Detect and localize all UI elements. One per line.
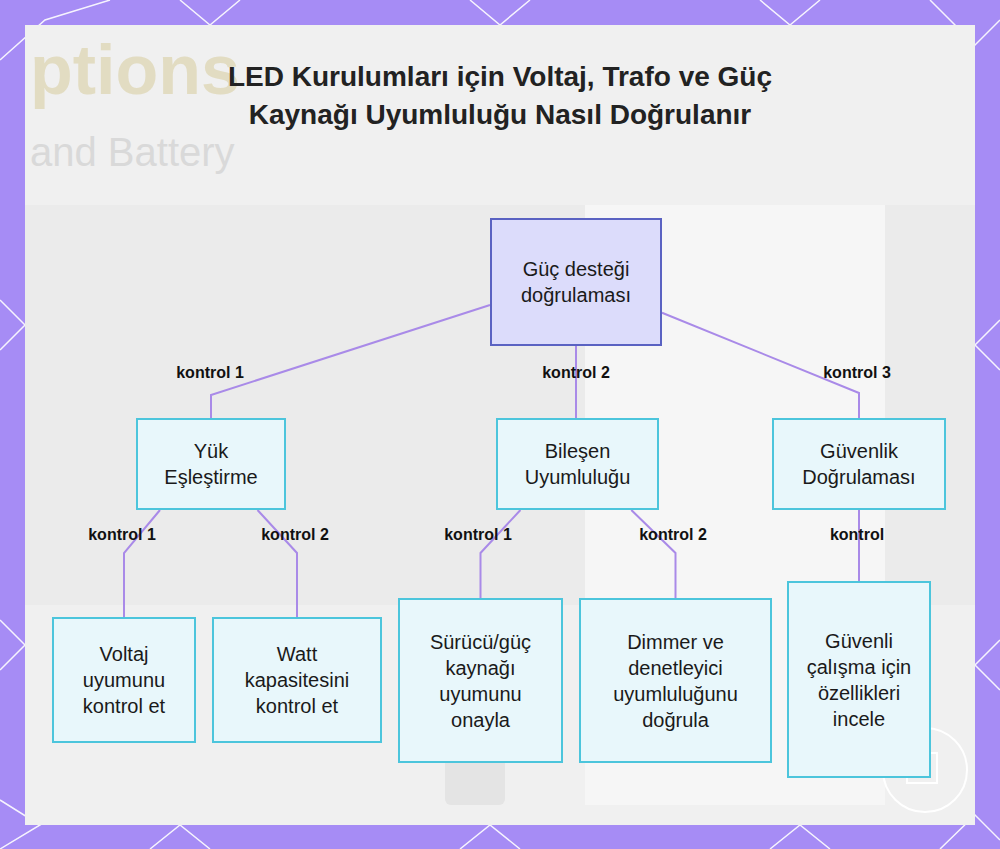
- box-text: Watt kapasitesini kontrol et: [224, 641, 370, 719]
- title: LED Kurulumları için Voltaj, Trafo ve Gü…: [200, 58, 800, 134]
- root-box: Güç desteği doğrulaması: [490, 218, 662, 346]
- edge-label: kontrol 2: [261, 526, 329, 544]
- edge-label: kontrol 2: [639, 526, 707, 544]
- process-box: Watt kapasitesini kontrol et: [212, 617, 382, 743]
- box-text: Dimmer ve denetleyici uyumluluğunu doğru…: [591, 629, 760, 733]
- process-box: Dimmer ve denetleyici uyumluluğunu doğru…: [579, 598, 772, 763]
- connector: [858, 510, 860, 581]
- box-text: Bileşen Uyumluluğu: [508, 438, 647, 490]
- box-text: Voltaj uyumunu kontrol et: [64, 641, 184, 719]
- box-text: Güvenlik Doğrulaması: [784, 438, 934, 490]
- edge-label: kontrol 1: [88, 526, 156, 544]
- edge-label: kontrol: [830, 526, 884, 544]
- connector: [211, 305, 490, 418]
- connector: [481, 510, 521, 598]
- process-box: Bileşen Uyumluluğu: [496, 418, 659, 510]
- process-box: Sürücü/güç kaynağı uyumunu onayla: [398, 598, 563, 763]
- connector: [631, 510, 675, 598]
- edge-label: kontrol 1: [444, 526, 512, 544]
- box-text: Yük Eşleştirme: [148, 438, 274, 490]
- box-text: Güvenli çalışma için özellikleri incele: [799, 628, 919, 732]
- process-box: Voltaj uyumunu kontrol et: [52, 617, 196, 743]
- watermark: ptions: [30, 30, 240, 110]
- box-text: Güç desteği doğrulaması: [502, 256, 650, 308]
- process-box: Güvenli çalışma için özellikleri incele: [787, 581, 931, 778]
- watermark: and Battery: [30, 130, 235, 175]
- edge-label: kontrol 3: [823, 364, 891, 382]
- connector: [575, 346, 577, 418]
- box-text: Sürücü/güç kaynağı uyumunu onayla: [410, 629, 551, 733]
- edge-label: kontrol 1: [176, 364, 244, 382]
- process-box: Yük Eşleştirme: [136, 418, 286, 510]
- process-box: Güvenlik Doğrulaması: [772, 418, 946, 510]
- edge-label: kontrol 2: [542, 364, 610, 382]
